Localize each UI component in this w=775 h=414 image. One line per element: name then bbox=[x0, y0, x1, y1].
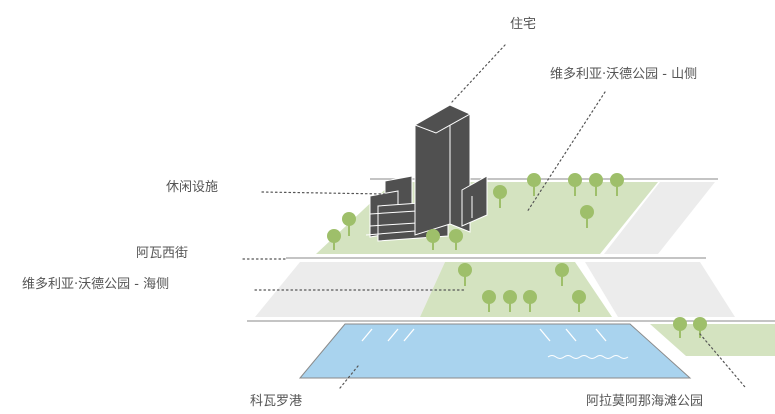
label-street: 阿瓦西街 bbox=[136, 246, 189, 261]
trees-beach bbox=[673, 317, 707, 338]
residence-building bbox=[365, 104, 488, 242]
water-highlights bbox=[361, 328, 607, 342]
wave-mark bbox=[547, 355, 629, 359]
label-hillside-park: 维多利亚·沃德公园 - 山侧 bbox=[550, 67, 698, 82]
label-residence: 住宅 bbox=[510, 17, 537, 32]
label-leisure-facility: 休闲设施 bbox=[166, 180, 219, 195]
leader-harbour bbox=[339, 365, 359, 389]
bottom-layer bbox=[247, 320, 775, 379]
trees-middle bbox=[458, 263, 586, 312]
leader-lines bbox=[242, 44, 746, 389]
label-seaside-park: 维多利亚·沃德公园 - 海侧 bbox=[22, 277, 170, 292]
trees-top bbox=[327, 173, 624, 250]
label-harbour: 科瓦罗港 bbox=[250, 394, 303, 409]
street-paving-right bbox=[585, 262, 735, 317]
leader-leisure bbox=[261, 191, 386, 195]
leader-beach bbox=[699, 333, 746, 388]
label-beach-park: 阿拉莫阿那海滩公园 bbox=[586, 394, 704, 409]
beach-park bbox=[650, 324, 775, 356]
leader-hillside bbox=[526, 91, 606, 213]
leader-residence bbox=[451, 44, 506, 103]
middle-layer bbox=[255, 257, 735, 317]
harbour-water bbox=[298, 323, 692, 379]
hillside-paving bbox=[604, 182, 715, 254]
